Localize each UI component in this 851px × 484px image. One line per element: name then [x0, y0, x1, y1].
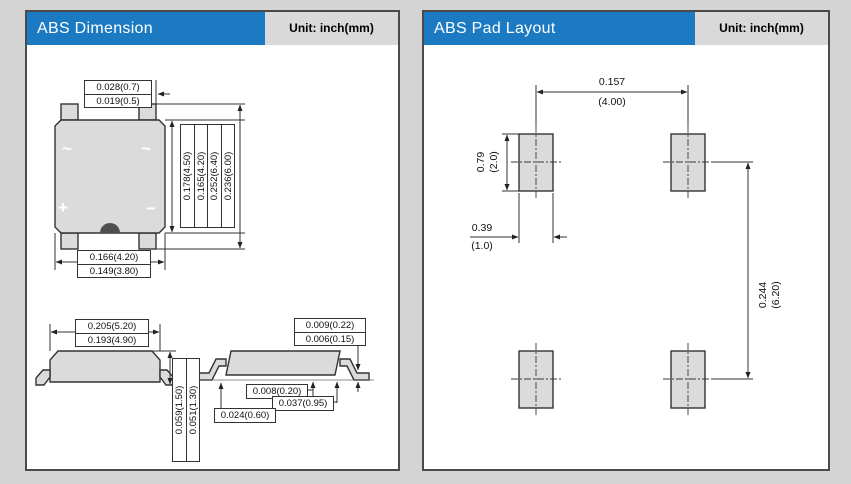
- dim-value: 0.019(0.5): [85, 94, 151, 107]
- lead-detail-view: [196, 350, 370, 381]
- dim-overall-height: 0.252(6.40) 0.236(6.00): [207, 124, 235, 228]
- pad-center-crosses: [511, 126, 713, 416]
- dim-value: 0.009(0.22): [305, 320, 355, 331]
- dim-value: 0.051(1.30): [186, 359, 199, 461]
- dim-pad-height: 0.79 (2.0): [475, 136, 501, 188]
- ac-symbol-left: ~: [62, 139, 72, 158]
- dim-side-overall-height: 0.059(1.50) 0.051(1.30): [172, 358, 200, 462]
- ac-symbol-right: ~: [141, 139, 151, 158]
- dim-value: 0.165(4.20): [194, 125, 207, 227]
- dim-value: 0.028(0.7): [96, 82, 140, 93]
- lead-top-left: [60, 103, 79, 121]
- detail-lead-left: [196, 358, 227, 381]
- dim-value: 0.178(4.50): [182, 151, 193, 201]
- side-body: [49, 350, 161, 383]
- minus-symbol: −: [146, 199, 156, 218]
- dim-pitch-x-mm: (4.00): [598, 96, 626, 108]
- dim-value: (2.0): [488, 151, 500, 173]
- dim-lead-thickness: 0.009(0.22) 0.006(0.15): [294, 318, 366, 346]
- abs-dimension-unit-label: Unit: inch(mm): [265, 12, 398, 45]
- abs-pad-layout-title: ABS Pad Layout: [424, 12, 695, 45]
- dim-value: 0.008(0.20): [252, 386, 302, 397]
- dim-value: 0.024(0.60): [220, 410, 270, 421]
- dim-value: 0.166(4.20): [89, 252, 139, 263]
- package-top-view: [54, 103, 166, 250]
- package-side-view: [35, 350, 175, 386]
- dim-pitch-x-inch: 0.157: [598, 76, 626, 88]
- dim-body-length: 0.205(5.20) 0.193(4.90): [75, 319, 149, 347]
- detail-body: [225, 350, 341, 376]
- dim-foot-length: 0.037(0.95): [272, 396, 334, 411]
- dim-value: 0.149(3.80): [78, 264, 150, 277]
- abs-pad-layout-unit-label: Unit: inch(mm): [695, 12, 828, 45]
- dim-pad-width-mm: (1.0): [471, 240, 493, 252]
- abs-dimension-title: ABS Dimension: [27, 12, 265, 45]
- lead-bottom-right: [138, 232, 157, 250]
- dim-value: (6.20): [770, 281, 782, 309]
- dim-value: 0.205(5.20): [87, 321, 137, 332]
- dim-value: 0.059(1.50): [174, 385, 185, 435]
- dim-pad-width-inch: 0.39: [471, 222, 493, 234]
- abs-dimension-header: ABS Dimension Unit: inch(mm): [27, 12, 398, 45]
- dim-value: 0.006(0.15): [295, 332, 365, 345]
- side-foot-left: [35, 369, 51, 386]
- dim-body-width: 0.166(4.20) 0.149(3.80): [77, 250, 151, 278]
- abs-pad-layout-panel: ABS Pad Layout Unit: inch(mm): [422, 10, 830, 471]
- package-body: [54, 119, 166, 234]
- dim-value: 0.244: [757, 281, 769, 309]
- abs-pad-layout-header: ABS Pad Layout Unit: inch(mm): [424, 12, 828, 45]
- lead-detail-dimension-lines: [190, 345, 374, 408]
- dim-value: 0.037(0.95): [278, 398, 328, 409]
- dim-value: 0.252(6.40): [209, 151, 220, 201]
- dim-body-height: 0.178(4.50) 0.165(4.20): [180, 124, 208, 228]
- detail-lead-right: [339, 358, 370, 381]
- plus-symbol: +: [58, 198, 68, 217]
- dim-value: 0.193(4.90): [76, 333, 148, 346]
- dim-lead-length: 0.024(0.60): [214, 408, 276, 423]
- pad-dimension-lines: [470, 85, 753, 380]
- dim-pitch-y: 0.244 (6.20): [757, 267, 783, 323]
- polarity-notch: [100, 223, 120, 233]
- pad-grid: [518, 133, 706, 409]
- dim-lead-width: 0.028(0.7) 0.019(0.5): [84, 80, 152, 108]
- lead-bottom-left: [60, 232, 79, 250]
- dim-value: 0.79: [475, 151, 487, 173]
- abs-dimension-panel: ABS Dimension Unit: inch(mm): [25, 10, 400, 471]
- dim-value: 0.236(6.00): [221, 125, 234, 227]
